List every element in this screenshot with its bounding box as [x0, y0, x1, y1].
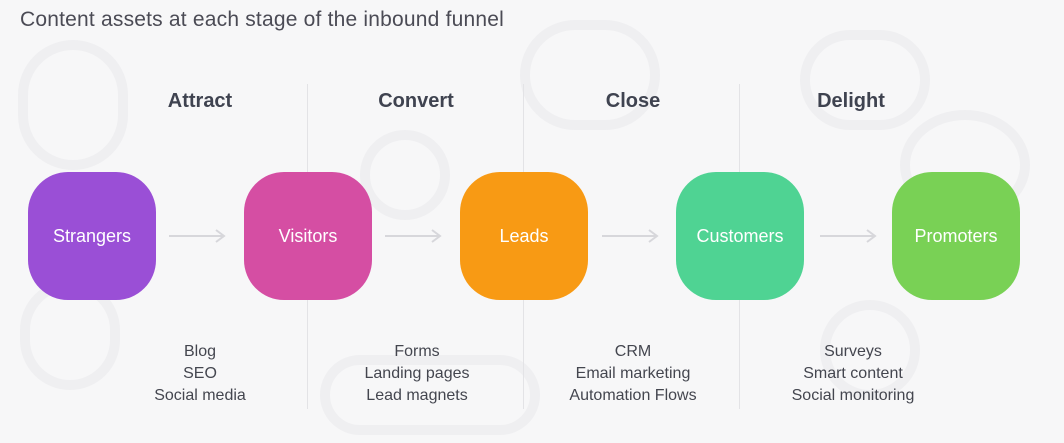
asset-item: Email marketing [575, 365, 691, 382]
stage-heading-attract: Attract [167, 90, 233, 112]
stage-assets-attract: Blog SEO Social media [100, 341, 300, 407]
node-label: Visitors [278, 225, 338, 246]
asset-item: Smart content [803, 365, 903, 382]
node-leads: Leads [460, 172, 588, 300]
node-label: Strangers [52, 225, 132, 246]
asset-item: Blog [183, 343, 217, 360]
flow-arrow-icon [820, 228, 882, 244]
node-strangers: Strangers [28, 172, 156, 300]
node-label: Leads [499, 225, 549, 246]
stage-heading-convert: Convert [378, 90, 454, 112]
stage-heading-delight: Delight [817, 90, 885, 112]
background-decoration [520, 20, 660, 130]
background-decoration [360, 130, 450, 220]
stage-heading-close: Close [605, 90, 661, 112]
asset-item: Social media [154, 387, 246, 404]
node-label: Promoters [914, 225, 998, 246]
stage-assets-close: CRM Email marketing Automation Flows [533, 341, 733, 407]
node-customers: Customers [676, 172, 804, 300]
node-label: Customers [696, 225, 784, 246]
flow-arrow-icon [169, 228, 231, 244]
background-decoration [800, 30, 930, 130]
page-title: Content assets at each stage of the inbo… [20, 8, 505, 31]
asset-item: Surveys [824, 343, 882, 360]
flow-arrow-icon [602, 228, 664, 244]
asset-item: SEO [183, 365, 217, 382]
flow-arrow-icon [385, 228, 447, 244]
asset-item: Social monitoring [791, 387, 915, 404]
node-visitors: Visitors [244, 172, 372, 300]
stage-assets-delight: Surveys Smart content Social monitoring [753, 341, 953, 407]
stage-assets-convert: Forms Landing pages Lead magnets [317, 341, 517, 407]
asset-item: Automation Flows [569, 387, 697, 404]
asset-item: CRM [614, 343, 652, 360]
asset-item: Landing pages [364, 365, 470, 382]
asset-item: Lead magnets [366, 387, 468, 404]
asset-item: Forms [394, 343, 440, 360]
node-promoters: Promoters [892, 172, 1020, 300]
